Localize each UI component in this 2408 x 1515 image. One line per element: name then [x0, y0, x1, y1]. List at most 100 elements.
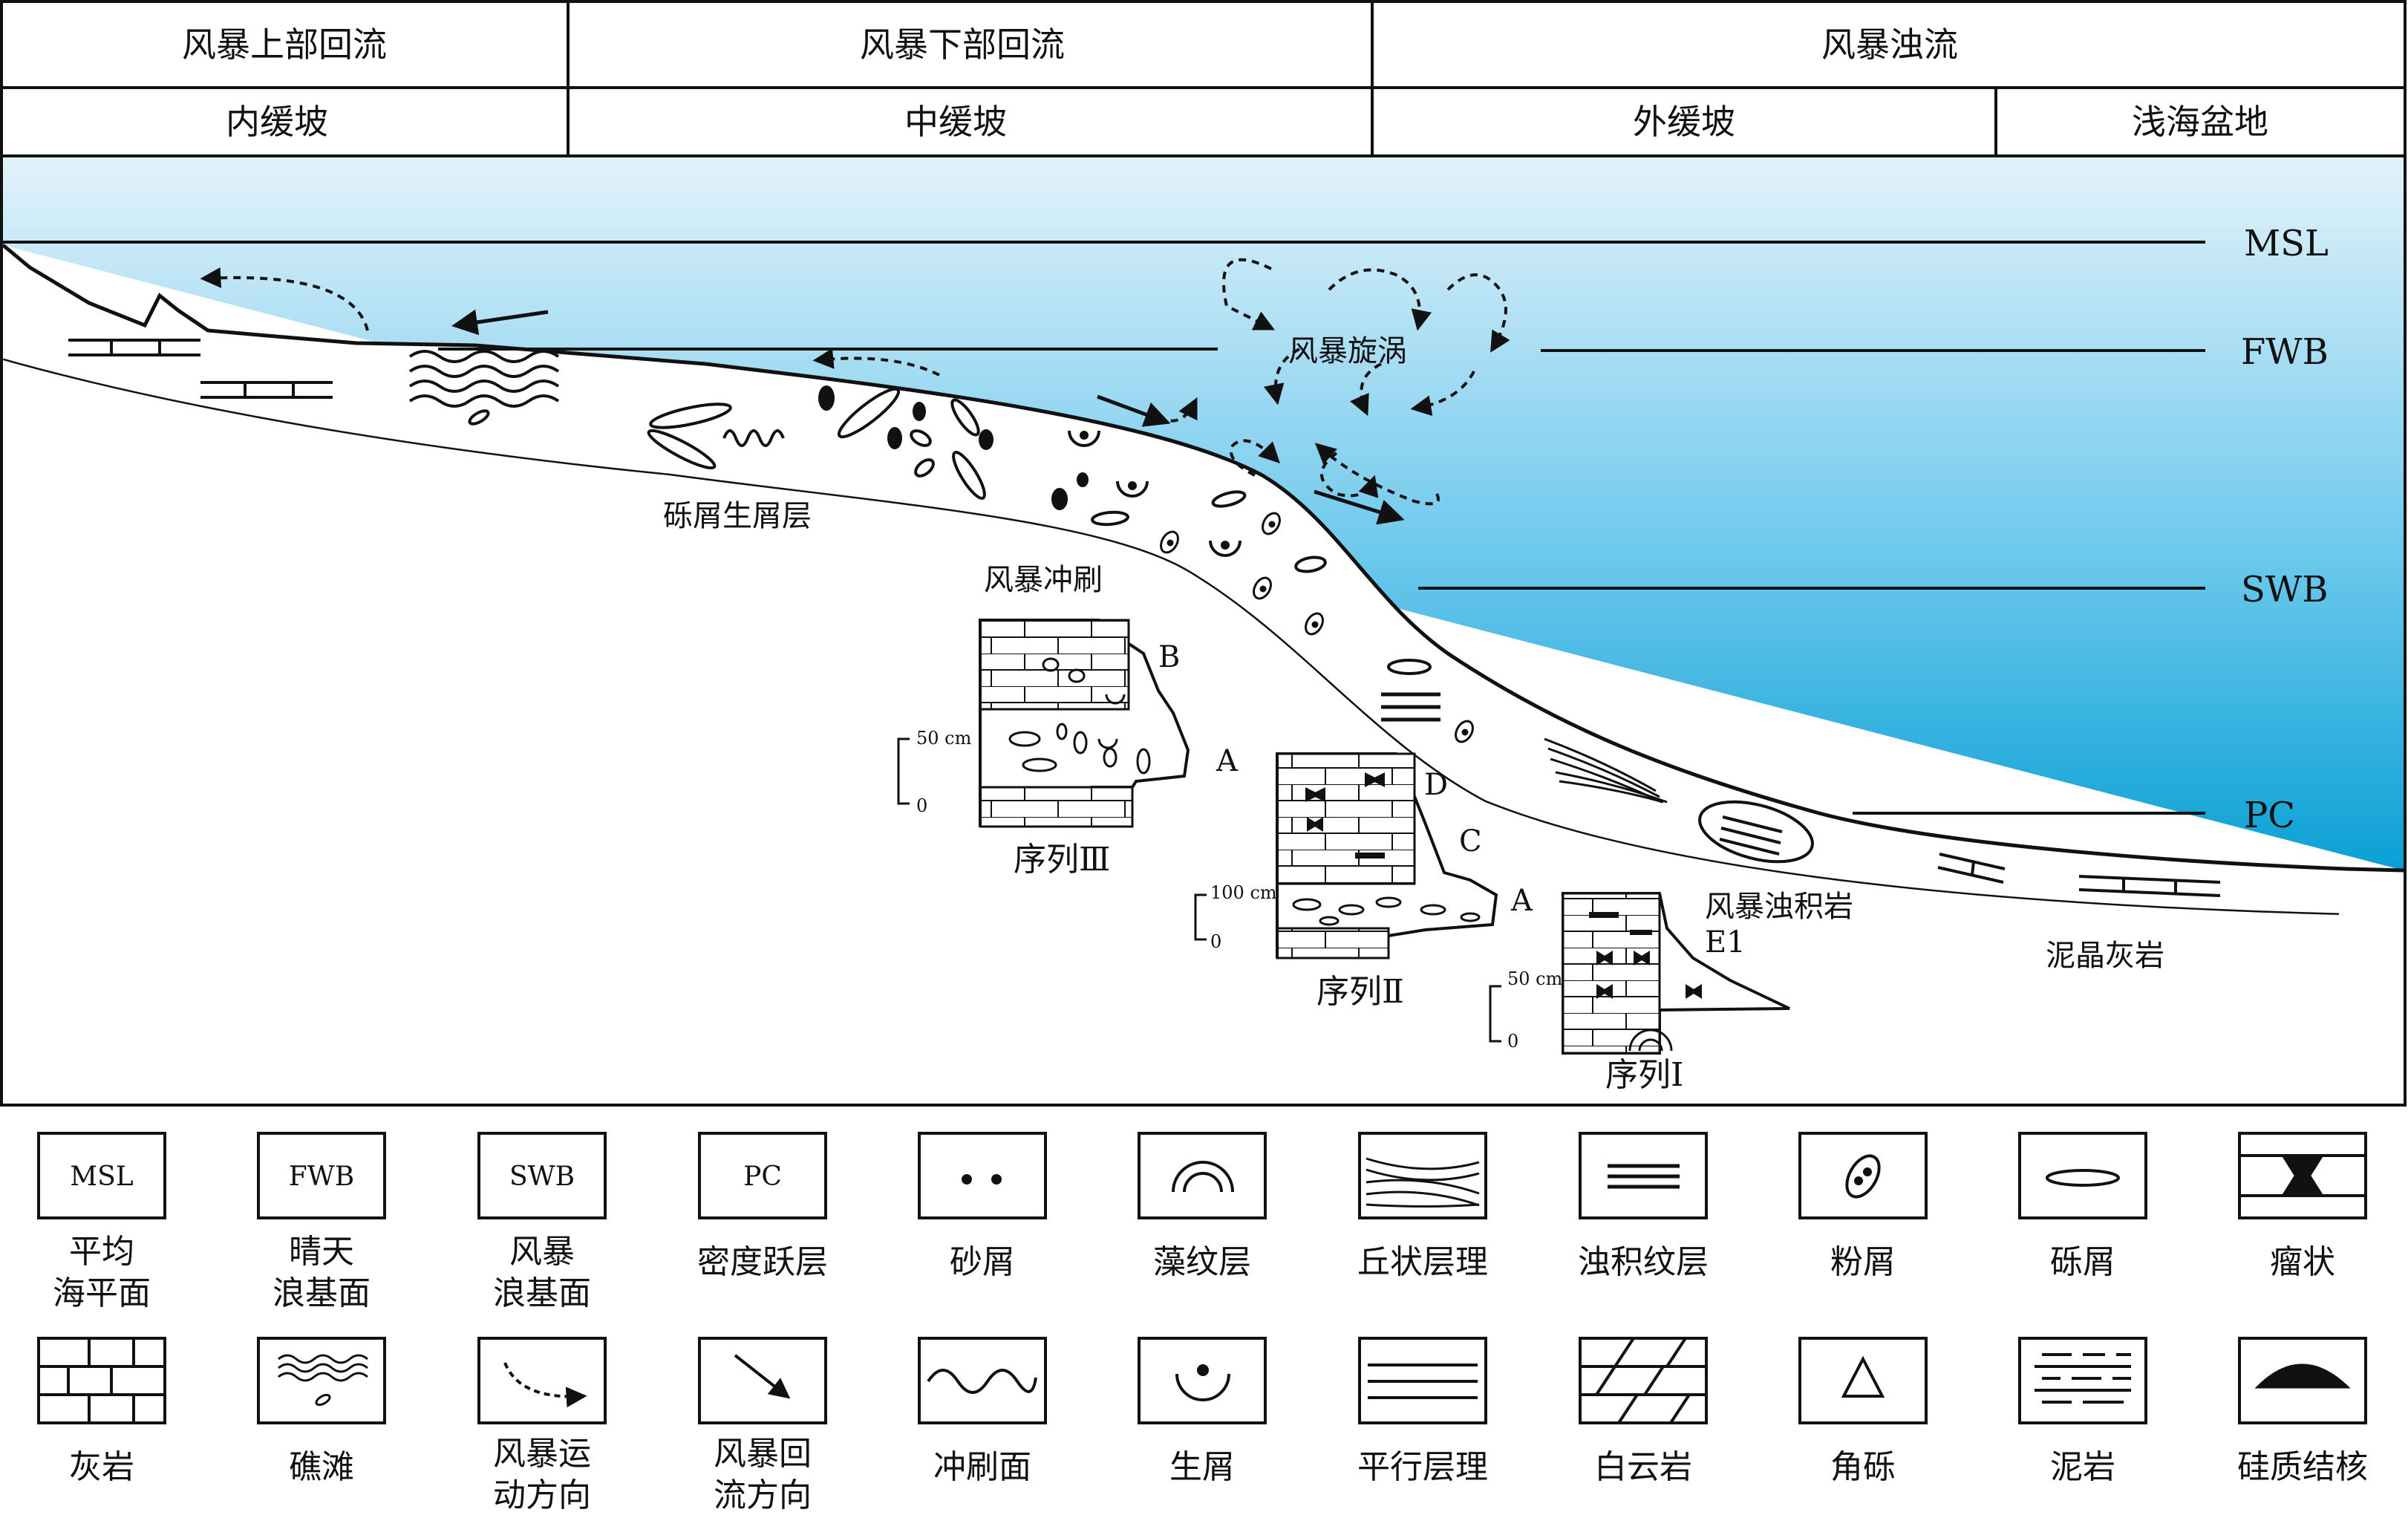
legend-label-scour: 冲刷面 [933, 1448, 1031, 1486]
legend-label-algal: 藻纹层 [1153, 1243, 1251, 1281]
algal-lamination-icon [1172, 1161, 1234, 1193]
sand-grains-icon [962, 1174, 1002, 1185]
turbidite-lamination-icon [1608, 1164, 1680, 1189]
micrite-label: 泥晶灰岩 [2046, 939, 2164, 973]
pellet-symbols [1160, 512, 1474, 743]
legend-label-siliceous: 硅质结核 [2237, 1448, 2368, 1486]
limestone-symbols [68, 339, 2221, 897]
seq2-unit-a: A [1510, 884, 1533, 918]
seq2-scale: 100 cm [1210, 882, 1277, 903]
sand-grain-symbols [818, 385, 1089, 510]
legend-label-fwb-1: 晴天 [289, 1233, 354, 1271]
legend-label-swb-1: 风暴 [509, 1233, 575, 1271]
reef-shoal-icon [278, 1354, 368, 1407]
storm-motion-arrow-icon [503, 1362, 587, 1408]
hummocky-stratification-icon [1365, 1157, 1480, 1208]
header-inner-ramp: 内缓坡 [226, 102, 328, 142]
storm-vortex-label: 风暴旋涡 [1288, 334, 1407, 368]
storm-motion-arrows [200, 258, 1510, 506]
header-storm-lower-return: 风暴下部回流 [860, 25, 1065, 65]
storm-return-arrows [451, 309, 1405, 525]
legend-label-msl-1: 平均 [69, 1233, 134, 1271]
legend-label-pellet: 粉屑 [1830, 1243, 1896, 1281]
storm-turbidite-label: 风暴浊积岩 [1705, 890, 1853, 924]
storm-return-arrow-icon [734, 1354, 791, 1399]
turbidite-lamination-symbol [1381, 692, 1440, 722]
seq2-unit-d: D [1424, 768, 1448, 802]
header-storm-upper-return: 风暴上部回流 [182, 25, 387, 65]
seq2-unit-c: C [1459, 824, 1482, 858]
pc-lens-symbol [1698, 800, 1814, 864]
header-outer-ramp: 外缓坡 [1633, 102, 1735, 142]
scour-surface-icon [927, 1369, 1037, 1394]
legend-label-pc: 密度跃层 [697, 1243, 828, 1281]
legend-label-intraclast: 砾屑 [2050, 1243, 2115, 1281]
sediment-wedge [1, 244, 2404, 873]
header-middle-ramp: 中缓坡 [904, 102, 1007, 142]
seq3-unit-a: A [1216, 744, 1239, 778]
storm-scour-label: 风暴冲刷 [984, 563, 1103, 597]
seq3-zero: 0 [916, 795, 927, 816]
legend-label-fwb-2: 浪基面 [273, 1274, 371, 1312]
legend-label-sand: 砂屑 [950, 1243, 1015, 1281]
seq3-unit-b: B [1158, 640, 1180, 674]
seq3-title: 序列Ⅲ [1014, 841, 1110, 879]
siliceous-nodule-icon [2254, 1364, 2351, 1389]
pellet-icon [1845, 1154, 1881, 1199]
seq2-zero: 0 [1210, 931, 1221, 952]
nodular-icon [2239, 1154, 2366, 1197]
seq3-scale-bar [897, 737, 910, 805]
legend-label-limestone: 灰岩 [69, 1448, 134, 1486]
seq1-scale-bar [1489, 985, 1501, 1043]
pc-label: PC [2244, 795, 2295, 836]
reef-shoal-symbol [408, 350, 560, 426]
legend-label-mudstone: 泥岩 [2050, 1448, 2115, 1486]
sea-water [3, 157, 2404, 870]
legend-label-swb-2: 浪基面 [493, 1274, 591, 1312]
legend-label-storm-motion-2: 动方向 [493, 1476, 591, 1514]
header-shallow-basin: 浅海盆地 [2132, 102, 2268, 142]
legend-box-fwb: FWB [289, 1162, 354, 1192]
intraclast-symbols [647, 387, 1432, 675]
breccia-icon [1841, 1355, 1885, 1398]
sequence-1-column [1562, 892, 1790, 1055]
legend-label-storm-return-1: 风暴回 [714, 1435, 812, 1473]
legend-label-dolomite: 白云岩 [1594, 1448, 1692, 1486]
legend-box-msl: MSL [70, 1162, 134, 1192]
legend-label-breccia: 角砾 [1830, 1448, 1896, 1486]
seq2-title: 序列Ⅱ [1316, 973, 1404, 1011]
seq3-scale: 50 cm [916, 728, 972, 749]
msl-label: MSL [2244, 223, 2329, 264]
legend-label-bioclast: 生屑 [1169, 1448, 1235, 1486]
parallel-bedding-icon [1368, 1364, 1478, 1399]
intraclast-icon [2046, 1169, 2120, 1187]
bioclast-symbols [1068, 430, 1241, 557]
legend-label-storm-motion-1: 风暴运 [493, 1435, 591, 1473]
sequence-3-column [979, 619, 1190, 828]
legend-label-parallel: 平行层理 [1357, 1448, 1488, 1486]
legend-label-reef-shoal: 礁滩 [289, 1448, 354, 1486]
swb-label: SWB [2241, 569, 2329, 610]
limestone-icon [39, 1338, 165, 1423]
legend-label-msl-2: 海平面 [53, 1274, 151, 1312]
bioclast-icon [1175, 1364, 1230, 1401]
legend-box-pc: PC [743, 1162, 782, 1192]
mudstone-icon [2035, 1353, 2131, 1404]
header-storm-turbidity: 风暴浊流 [1821, 25, 1958, 65]
hummocky-symbol [1544, 737, 1668, 804]
fwb-label: FWB [2241, 331, 2329, 373]
legend-label-hummocky: 丘状层理 [1357, 1243, 1488, 1281]
seq1-scale: 50 cm [1507, 968, 1563, 989]
sequence-2-column [1276, 752, 1498, 960]
legend-box-swb: SWB [509, 1162, 575, 1192]
legend-label-storm-return-2: 流方向 [714, 1476, 812, 1514]
seq1-title: 序列Ⅰ [1605, 1056, 1683, 1094]
seq1-zero: 0 [1507, 1031, 1518, 1052]
e1-label: E1 [1705, 925, 1746, 960]
level-lines [3, 241, 2205, 815]
seq2-scale-bar [1194, 893, 1207, 941]
legend [37, 1132, 2367, 1424]
legend-label-nodular: 瘤状 [2270, 1243, 2335, 1281]
legend-label-turbidite: 浊积纹层 [1578, 1243, 1709, 1281]
